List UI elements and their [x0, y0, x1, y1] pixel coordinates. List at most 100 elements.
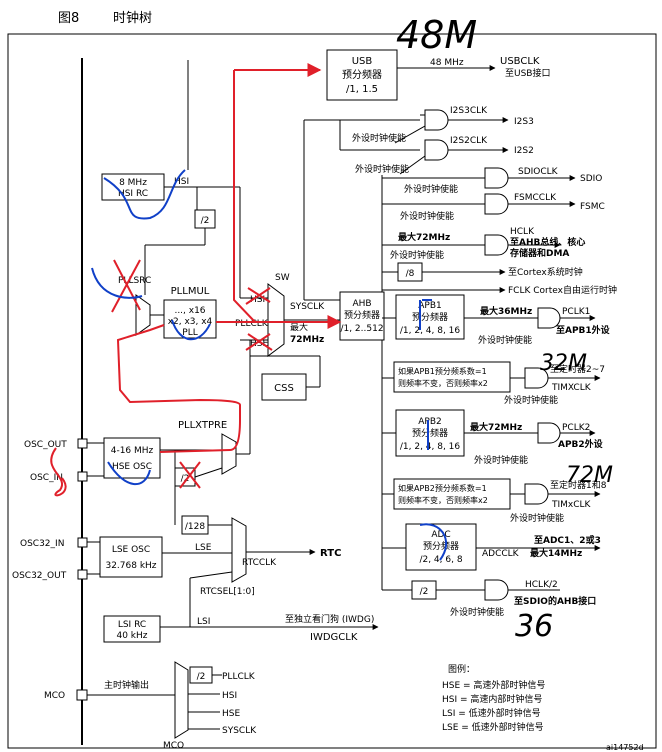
svg-text:ADCCLK: ADCCLK [482, 549, 520, 559]
svg-text:MCO: MCO [163, 741, 184, 751]
svg-text:72MHz: 72MHz [290, 335, 324, 345]
figure-title: 时钟树 [113, 10, 152, 26]
figure-number: 图8 [58, 11, 79, 26]
svg-text:/2: /2 [201, 216, 210, 226]
svg-text:外设时钟使能: 外设时钟使能 [504, 394, 558, 406]
svg-text:PLLXTPRE: PLLXTPRE [178, 420, 227, 431]
svg-text:LSE: LSE [195, 543, 212, 553]
svg-text:OSC32_OUT: OSC32_OUT [12, 571, 67, 581]
sdio-output: SDIO [580, 174, 602, 184]
svg-text:最大14MHz: 最大14MHz [530, 547, 582, 559]
svg-text:外设时钟使能: 外设时钟使能 [355, 163, 409, 175]
svg-text:SYSCLK: SYSCLK [290, 302, 325, 312]
svg-text:最大36MHz: 最大36MHz [480, 305, 532, 317]
figure-corner-id: ai14752d [606, 743, 644, 752]
svg-text:如果APB2预分频系数=1: 如果APB2预分频系数=1 [398, 483, 487, 493]
svg-text:RTCSEL[1:0]: RTCSEL[1:0] [200, 587, 255, 597]
svg-text:如果APB1预分频系数=1: 如果APB1预分频系数=1 [398, 366, 487, 376]
svg-text:存储器和DMA: 存储器和DMA [510, 247, 569, 259]
svg-text:PLLSRC: PLLSRC [118, 276, 151, 286]
svg-text:IWDGCLK: IWDGCLK [310, 632, 358, 643]
usb-prescaler: USB 预分频器 /1, 1.5 [326, 49, 398, 101]
svg-text:预分频器: 预分频器 [412, 311, 448, 323]
svg-text:外设时钟使能: 外设时钟使能 [400, 210, 454, 222]
lsi-rc-block: LSI RC 40 kHz [103, 615, 161, 643]
svg-text:PLLCLK: PLLCLK [222, 672, 256, 682]
svg-text:主时钟输出: 主时钟输出 [104, 679, 149, 691]
svg-text:PCLK1: PCLK1 [562, 307, 590, 317]
label-usbclk: USBCLK [500, 56, 540, 67]
i2s3-output: I2S3 [514, 117, 534, 127]
i2s2-and-gate [424, 139, 449, 161]
svg-text:PLL: PLL [182, 328, 197, 338]
svg-text:外设时钟使能: 外设时钟使能 [390, 249, 444, 261]
svg-text:HSE: HSE [222, 709, 240, 719]
ahb-prescaler: AHB 预分频器 /1, 2..512 [339, 291, 385, 341]
svg-text:HSI = 高速内部时钟信号: HSI = 高速内部时钟信号 [442, 693, 542, 705]
svg-text:OSC_IN: OSC_IN [30, 473, 63, 483]
hse-osc-block: 4-16 MHz HSE OSC [103, 437, 161, 479]
svg-text:/2: /2 [197, 672, 206, 682]
svg-text:预分频器: 预分频器 [344, 309, 380, 321]
apb2-output: APB2外设 [558, 438, 604, 450]
svg-text:ADC: ADC [431, 530, 450, 540]
sdio-ahb-and-gate [484, 579, 509, 601]
svg-text:/8: /8 [406, 269, 415, 279]
rtcsel-mux [231, 517, 247, 583]
svg-text:/1, 2, 4, 8, 16: /1, 2, 4, 8, 16 [400, 442, 461, 452]
svg-text:最大: 最大 [290, 321, 308, 333]
svg-text:HSI: HSI [222, 691, 237, 701]
svg-text:32.768 kHz: 32.768 kHz [105, 561, 156, 571]
sdio-ahb-output: 至SDIO的AHB接口 [514, 595, 596, 607]
svg-text:HSE: HSE [250, 339, 268, 349]
svg-text:TIMxCLK: TIMxCLK [551, 500, 592, 510]
svg-text:预分频器: 预分频器 [342, 68, 382, 81]
tim18-and-gate [524, 483, 549, 505]
timxclk-and-gate [524, 367, 549, 389]
svg-text:I2S3CLK: I2S3CLK [450, 106, 488, 116]
blue-annotations [91, 169, 447, 561]
svg-text:则频率不变，否则频率x2: 则频率不变，否则频率x2 [398, 378, 488, 388]
svg-text:APB2: APB2 [418, 417, 441, 427]
svg-text:LSE = 低速外部时钟信号: LSE = 低速外部时钟信号 [442, 721, 544, 733]
lse-osc-block: LSE OSC 32.768 kHz [99, 536, 163, 578]
osc32-out-pin[interactable] [77, 569, 88, 580]
sdio-and-gate [484, 167, 509, 189]
svg-text:HSI: HSI [174, 177, 189, 187]
svg-text:LSI: LSI [197, 617, 210, 627]
diagram-frame [7, 33, 657, 749]
mco-mux [174, 661, 189, 739]
handwritten-32m: 32M [540, 351, 587, 376]
legend: 图例： HSE = 高速外部时钟信号 HSI = 高速内部时钟信号 LSI = … [442, 663, 545, 733]
osc32-in-pin[interactable] [77, 537, 88, 548]
svg-text:CSS: CSS [274, 383, 294, 394]
svg-text:外设时钟使能: 外设时钟使能 [352, 132, 406, 144]
svg-text:则频率不变，否则频率x2: 则频率不变，否则频率x2 [398, 495, 488, 505]
label-to-usb: 至USB接口 [505, 67, 550, 79]
svg-text:LSI = 低速外部时钟信号: LSI = 低速外部时钟信号 [442, 707, 541, 719]
rtc-output: RTC [320, 548, 341, 559]
svg-text:外设时钟使能: 外设时钟使能 [450, 606, 504, 618]
svg-text:SDIOCLK: SDIOCLK [518, 167, 559, 177]
fsmc-output: FSMC [580, 202, 605, 212]
osc-out-pin[interactable] [77, 438, 88, 449]
svg-text:..., x16: ..., x16 [174, 306, 205, 316]
svg-text:HSI: HSI [250, 295, 265, 305]
svg-text:PLLMUL: PLLMUL [171, 286, 210, 297]
svg-text:预分频器: 预分频器 [412, 427, 448, 439]
svg-text:USB: USB [352, 56, 373, 67]
pllxtpre-mux [221, 433, 237, 475]
svg-text:最大72MHz: 最大72MHz [398, 231, 450, 243]
svg-text:TIMXCLK: TIMXCLK [551, 383, 592, 393]
svg-text:至AHB总线、核心: 至AHB总线、核心 [510, 236, 585, 248]
handwritten-48m: 48M [396, 13, 477, 57]
svg-text:40 kHz: 40 kHz [116, 631, 147, 641]
osc-in-pin[interactable] [77, 471, 88, 482]
svg-text:至定时器2~7: 至定时器2~7 [550, 363, 605, 375]
apb1-prescaler: APB1 预分频器 /1, 2, 4, 8, 16 [395, 294, 465, 340]
svg-text:8 MHz: 8 MHz [119, 178, 147, 188]
mco-pin[interactable] [76, 689, 88, 701]
svg-text:最大72MHz: 最大72MHz [470, 421, 522, 433]
pclk1-and-gate [537, 307, 561, 329]
hsi-rc-block: 8 MHz HSI RC [101, 173, 165, 201]
